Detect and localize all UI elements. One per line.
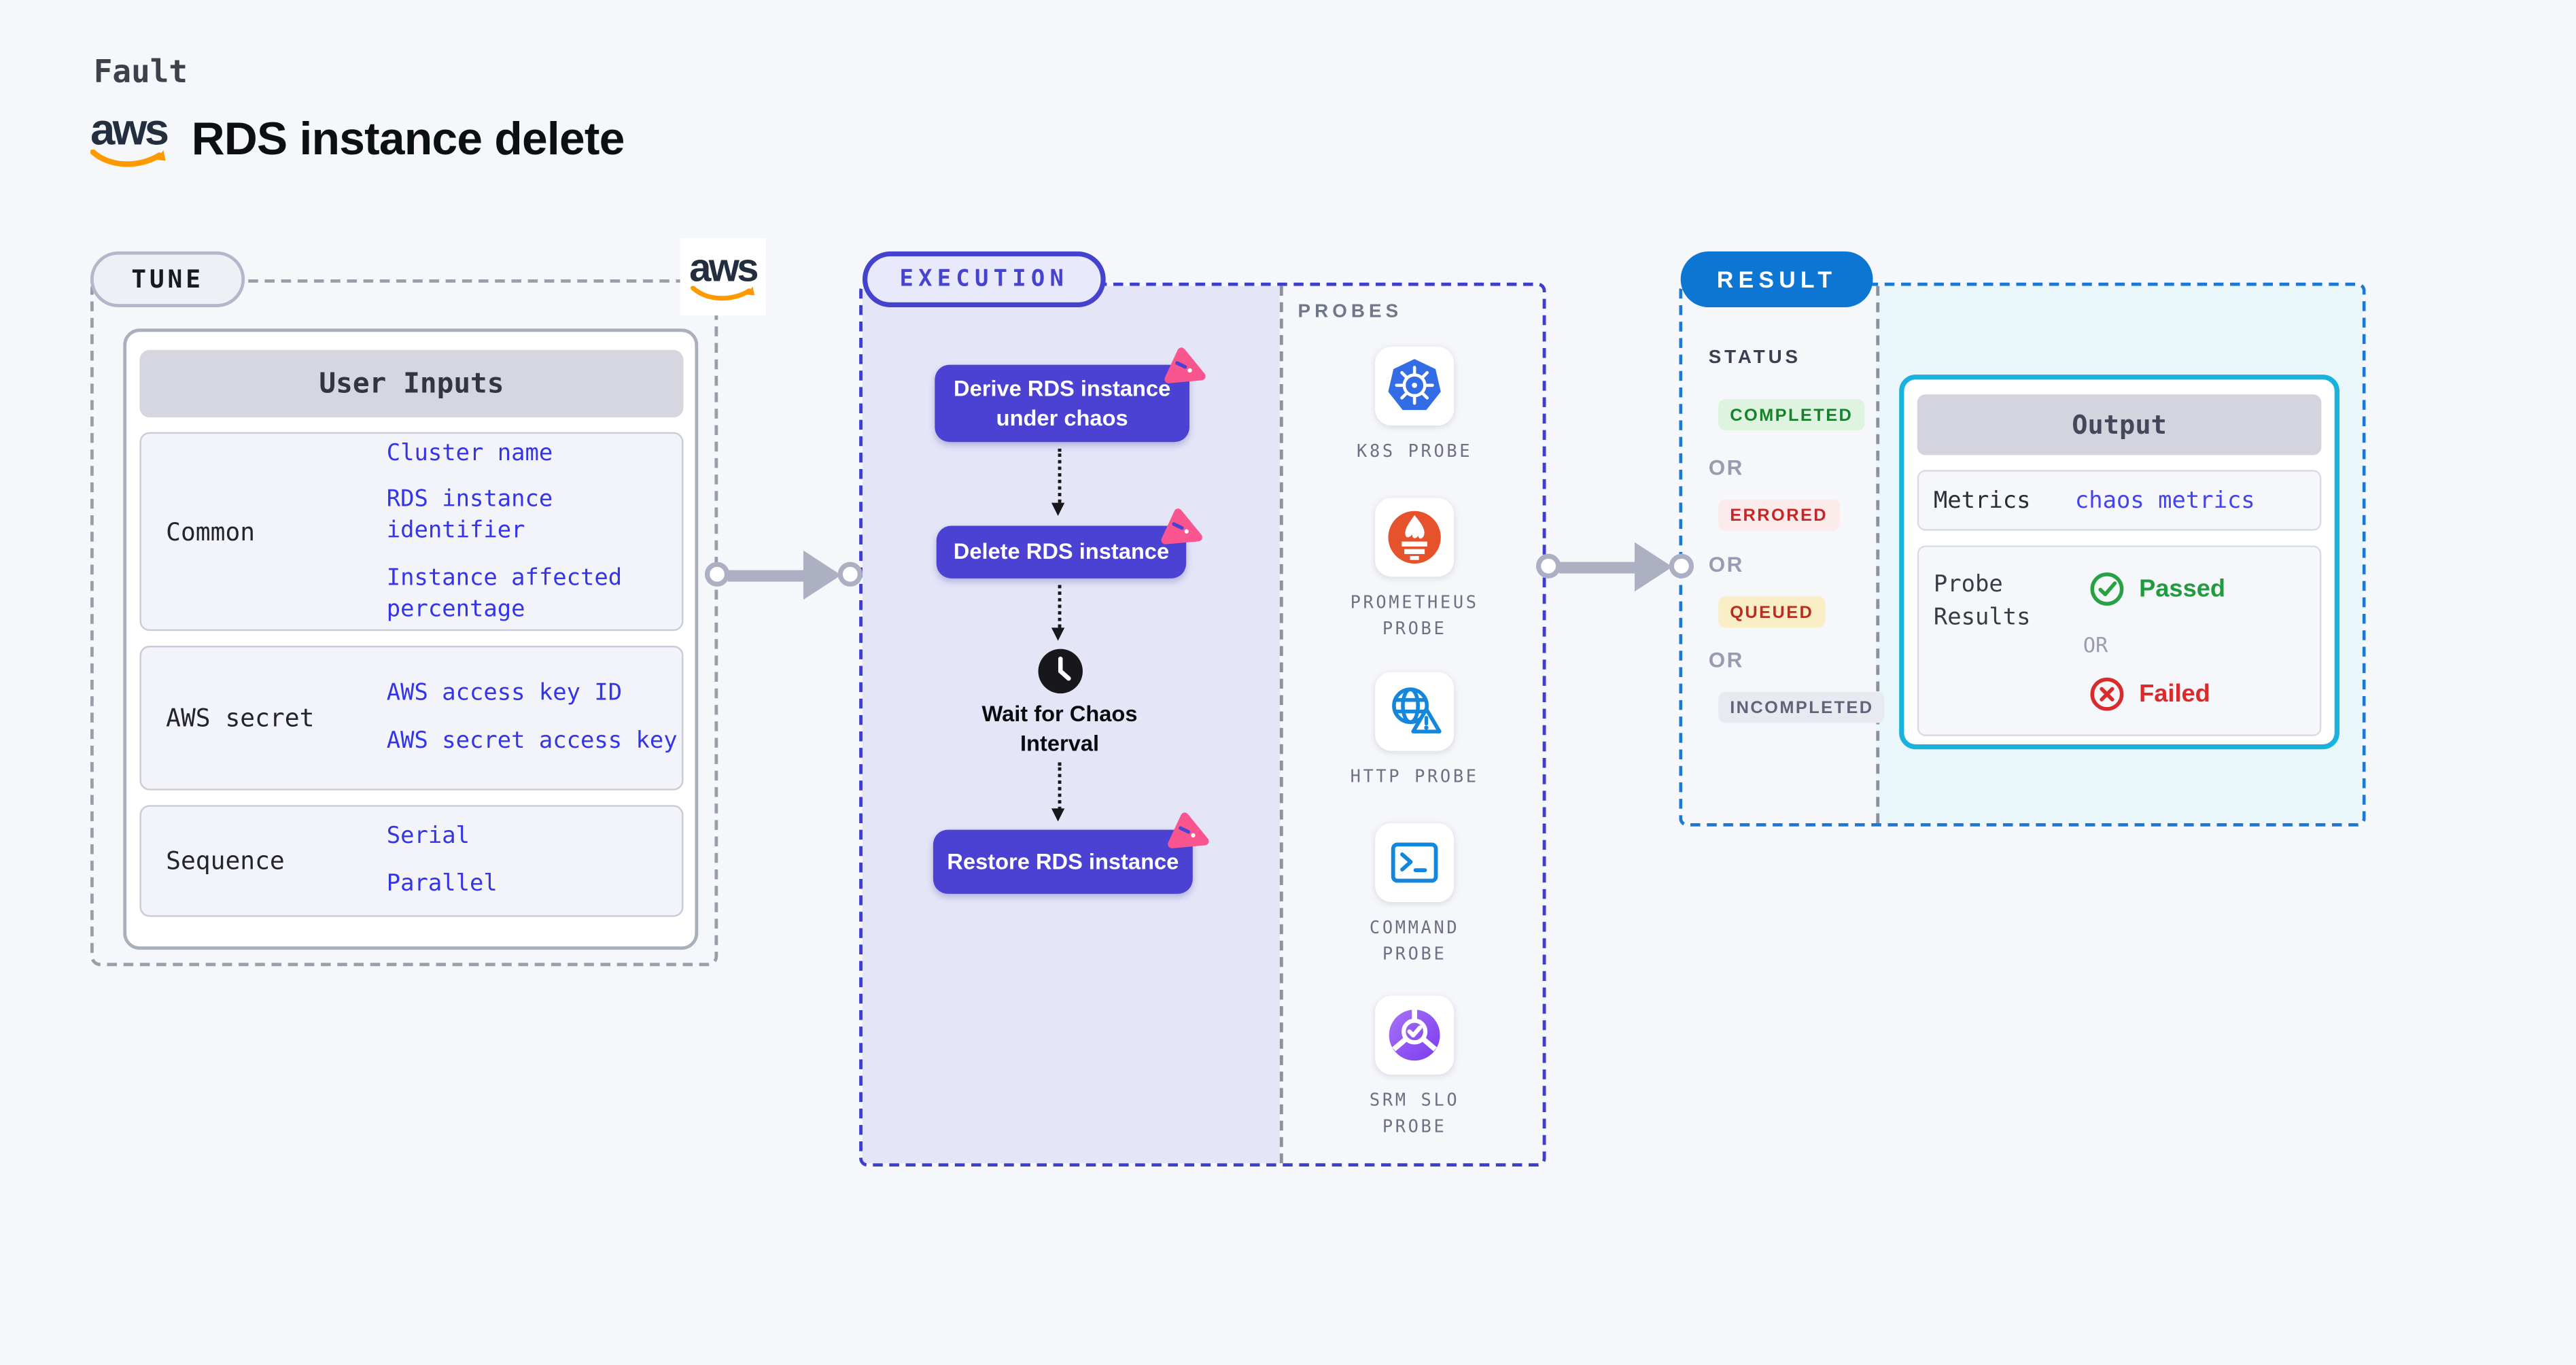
wait-node: [1037, 647, 1084, 703]
user-inputs-header: User Inputs: [139, 349, 684, 417]
globe-alert-icon: [1392, 687, 1442, 733]
input-link-parallel[interactable]: Parallel: [386, 871, 498, 897]
chaos-spark-icon: [1164, 347, 1206, 383]
probe-k8s: K8S PROBE: [1316, 347, 1513, 466]
page-title: RDS instance delete: [191, 113, 625, 165]
status-badge-queued: QUEUED: [1718, 596, 1826, 628]
status-badge-errored: ERRORED: [1718, 499, 1839, 531]
row-label: AWS secret: [166, 703, 315, 733]
probe-label: PROMETHEUS PROBE: [1350, 593, 1479, 639]
input-link-aws-secret-access-key[interactable]: AWS secret access key: [386, 727, 678, 755]
check-circle-icon: [2090, 572, 2124, 606]
connector-arrow: [1051, 448, 1065, 516]
clock-icon: [1038, 649, 1083, 694]
result-status-divider: [1876, 286, 1880, 823]
status-title: STATUS: [1708, 348, 1801, 368]
chaos-spark-icon: [1168, 812, 1209, 848]
aws-smile-icon: [90, 149, 167, 167]
arrow-tune-to-execution: [704, 550, 863, 600]
fault-kicker: Fault: [93, 54, 188, 90]
user-inputs-row-common: Common Cluster name RDS instance identif…: [139, 432, 684, 632]
row-label: Sequence: [166, 846, 285, 876]
row-label: Common: [166, 517, 256, 547]
user-inputs-row-aws-secret: AWS secret AWS access key ID AWS secret …: [139, 645, 684, 791]
tune-badge: TUNE: [90, 251, 245, 307]
title-row: aws RDS instance delete: [90, 107, 625, 171]
execution-probes-divider: [1279, 286, 1283, 1164]
step-restore-rds-instance: Restore RDS instance: [933, 812, 1209, 894]
probe-label: COMMAND PROBE: [1369, 918, 1460, 965]
aws-smile-icon: [691, 286, 755, 301]
probe-label: HTTP PROBE: [1350, 767, 1479, 787]
status-or: OR: [1708, 552, 1744, 577]
aws-logo-small: aws: [680, 238, 766, 316]
probe-results-label: Probe Results: [1933, 572, 2031, 632]
probe-prometheus: PROMETHEUS PROBE: [1316, 498, 1513, 643]
probe-results-row: Probe Results Passed OR Failed: [1917, 545, 2322, 736]
metrics-label: Metrics: [1933, 487, 2031, 514]
user-inputs-row-sequence: Sequence Serial Parallel: [139, 805, 684, 917]
probe-http: HTTP PROBE: [1316, 672, 1513, 792]
connector-arrow: [1051, 585, 1065, 641]
metrics-row: Metrics chaos metrics: [1917, 470, 2322, 531]
probe-failed: Failed: [2090, 677, 2210, 712]
step-delete-rds-instance: Delete RDS instance: [936, 508, 1202, 578]
result-badge: RESULT: [1680, 251, 1873, 307]
input-link-serial[interactable]: Serial: [386, 823, 470, 850]
input-link-instance-affected-percentage[interactable]: Instance affected percentage: [386, 565, 623, 623]
step-derive-rds-instance: Derive RDS instance under chaos: [935, 347, 1206, 443]
chaos-metrics-link[interactable]: chaos metrics: [2074, 487, 2255, 514]
input-link-aws-access-key-id[interactable]: AWS access key ID: [386, 680, 623, 707]
input-link-rds-instance-identifier[interactable]: RDS instance identifier: [386, 487, 553, 545]
probe-label: K8S PROBE: [1357, 442, 1473, 462]
wait-label: Wait for Chaos Interval: [981, 702, 1138, 756]
terminal-icon: [1391, 842, 1438, 883]
x-circle-icon: [2090, 677, 2124, 711]
probe-label: SRM SLO PROBE: [1369, 1090, 1460, 1137]
kubernetes-icon: [1388, 359, 1441, 411]
status-badge-incompleted: INCOMPLETED: [1718, 691, 1885, 723]
probes-title: PROBES: [1298, 302, 1403, 322]
probe-command: COMMAND PROBE: [1316, 823, 1513, 969]
execution-badge: EXECUTION: [862, 251, 1106, 307]
status-badge-completed: COMPLETED: [1718, 399, 1865, 431]
input-link-cluster-name[interactable]: Cluster name: [386, 439, 553, 466]
user-inputs-card: User Inputs Common Cluster name RDS inst…: [123, 328, 699, 950]
arrow-execution-to-result: [1535, 542, 1694, 592]
tune-section-border: [90, 279, 718, 967]
status-or: OR: [1708, 455, 1744, 480]
probe-srm-slo: SRM SLO PROBE: [1316, 995, 1513, 1141]
prometheus-icon: [1388, 511, 1441, 564]
chaos-spark-icon: [1161, 508, 1202, 545]
slo-check-icon: [1389, 1009, 1440, 1061]
output-card: Output Metrics chaos metrics Probe Resul…: [1899, 375, 2339, 750]
probe-results-or: OR: [2083, 632, 2108, 657]
connector-arrow: [1051, 762, 1065, 822]
output-header: Output: [1917, 394, 2322, 455]
aws-logo: aws: [90, 107, 169, 171]
probe-passed: Passed: [2090, 572, 2225, 606]
status-or: OR: [1708, 647, 1744, 672]
